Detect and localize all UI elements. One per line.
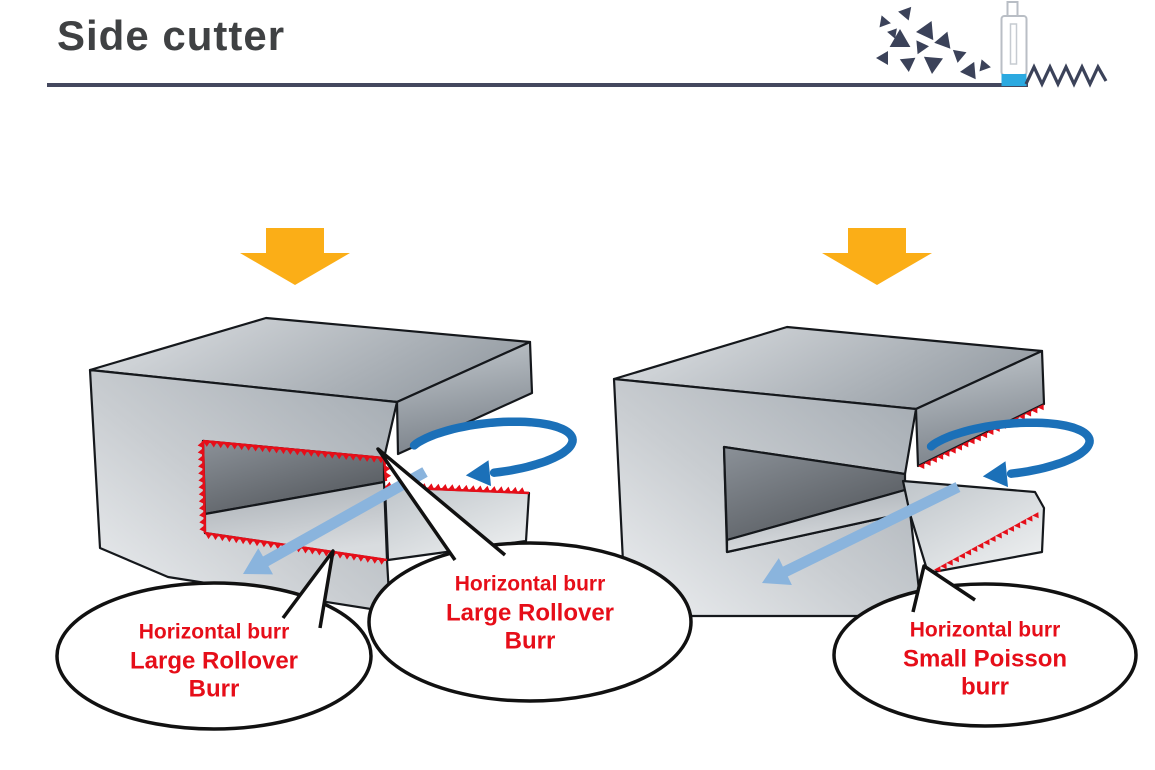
speech-bubble-right — [832, 582, 1138, 728]
title-underline — [47, 83, 1028, 87]
metal-chips-icon — [876, 6, 991, 80]
right-lower-jaw — [901, 479, 1046, 575]
burr-right-upper-jaw — [918, 404, 1044, 469]
page-title: Side cutter — [57, 12, 286, 59]
feed-arrow-right — [762, 482, 961, 585]
callout-text-left: Horizontal burr Large Rollover Burr — [130, 618, 298, 704]
feed-arrow-left — [243, 467, 428, 575]
callout-text-middle: Horizontal burr Large Rollover Burr — [446, 570, 614, 656]
speech-bubble-right-tail — [911, 564, 976, 613]
callout-right-line2: Small Poisson — [902, 644, 1068, 672]
down-arrow-right — [822, 228, 932, 285]
callout-left-line3: Burr — [188, 675, 240, 703]
burr-left-slot-top — [203, 441, 385, 464]
rotation-arrow-left-head — [465, 460, 491, 487]
burr-right-tongue-edge — [928, 512, 1039, 576]
left-workpiece-right-face — [395, 340, 534, 456]
callout-middle-line3: Burr — [504, 627, 556, 655]
deburring-tool-icon — [1000, 1, 1028, 86]
speech-bubble-middle — [367, 541, 693, 703]
burr-left-slot-left — [197, 441, 205, 532]
callout-right-line1: Horizontal burr — [909, 618, 1061, 642]
down-arrow-left — [240, 228, 350, 285]
callout-left-line2: Large Rollover — [129, 646, 299, 674]
callout-middle-line1: Horizontal burr — [454, 572, 606, 596]
rotation-arrow-left — [409, 417, 577, 477]
callout-right-line3: burr — [961, 673, 1009, 701]
rotation-arrow-right-head — [982, 461, 1008, 488]
callout-text-right: Horizontal burr Small Poisson burr — [903, 616, 1067, 702]
callout-middle-line2: Large Rollover — [445, 598, 615, 626]
rotation-arrow-right — [926, 418, 1094, 478]
zigzag-burr-icon — [1024, 63, 1108, 88]
burr-left-slot-bottom — [205, 533, 385, 565]
speech-bubble-middle-tail — [376, 447, 507, 561]
callout-left-line1: Horizontal burr — [138, 620, 290, 644]
speech-bubble-left-tail — [281, 549, 335, 629]
